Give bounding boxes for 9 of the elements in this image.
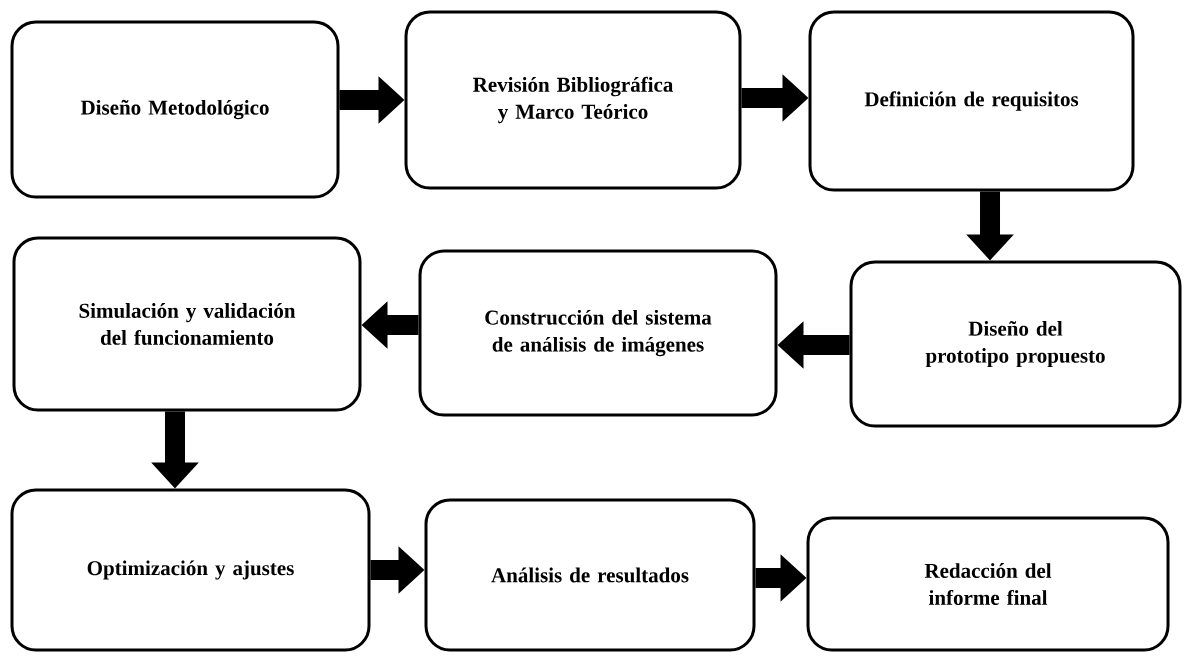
process-box: Redacción del informe final	[806, 516, 1170, 652]
process-box: Construcción del sistema de análisis de imágenes	[418, 249, 778, 417]
process-box: Revisión Bibliográfica y Marco Teórico	[404, 10, 742, 190]
process-box: Optimización y ajustes	[10, 488, 371, 652]
process-box: Diseño Metodológico	[10, 20, 340, 199]
process-box: Definición de requisitos	[808, 10, 1135, 192]
process-box: Simulación y validación del funcionamiento	[12, 236, 362, 412]
process-box: Análisis de resultados	[424, 498, 756, 652]
process-box: Diseño del prototipo propuesto	[849, 260, 1182, 428]
